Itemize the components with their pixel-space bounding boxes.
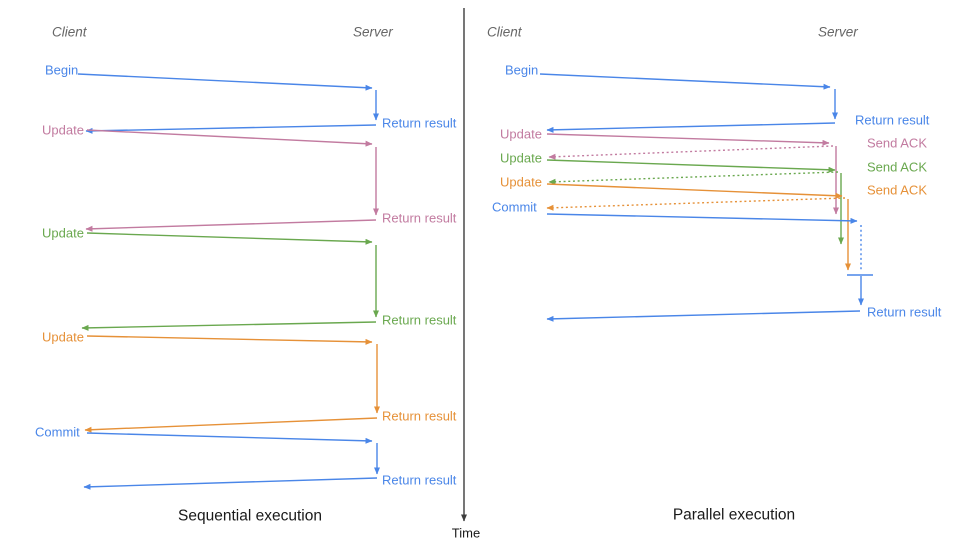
seq-update2-label: Update [42,226,84,241]
seq-update1-return-label: Return result [382,211,457,226]
par-begin-return-arrow [546,122,836,133]
par-update1-ack-arrow [548,145,834,160]
par-update3-send-arrow [546,183,843,199]
par-begin-return-label: Return result [855,113,930,128]
seq-update2-send-arrow [86,232,373,245]
par-ack1-label: Send ACK [867,136,927,151]
seq-update1-return-arrow [85,219,377,232]
par-ack3-label: Send ACK [867,183,927,198]
seq-update1-send-arrow [86,129,373,147]
seq-update1-label: Update [42,123,84,138]
seq-server-header: Server [353,25,393,40]
par-begin-send-arrow [539,73,831,90]
seq-client-header: Client [52,25,88,40]
seq-update3-label: Update [42,330,84,345]
seq-update3-return-arrow [84,417,378,433]
par-commit-label: Commit [492,200,537,215]
par-begin-label: Begin [505,63,538,78]
seq-caption: Sequential execution [178,508,322,525]
par-update3-label: Update [500,175,542,190]
par-update2-send-arrow [546,159,836,173]
par-caption: Parallel execution [673,507,795,524]
seq-commit-send-arrow [86,432,373,444]
seq-begin-return-arrow [85,124,377,134]
seq-begin-send-arrow [77,73,373,91]
seq-commit-label: Commit [35,425,80,440]
par-commit-send-arrow [546,213,858,224]
par-update2-label: Update [500,151,542,166]
seq-update3-return-label: Return result [382,409,457,424]
seq-begin-label: Begin [45,63,78,78]
seq-commit-return-arrow [83,477,378,490]
time-label: Time [452,526,480,540]
par-server-header: Server [818,25,858,40]
par-client-header: Client [487,25,523,40]
par-update3-ack-arrow [546,197,846,211]
seq-update2-return-arrow [81,321,377,331]
seq-commit-return-label: Return result [382,473,457,488]
par-update1-send-arrow [546,133,830,146]
seq-update3-send-arrow [86,335,373,345]
par-commit-return-label: Return result [867,305,942,320]
seq-begin-return-label: Return result [382,116,457,131]
par-update2-ack-arrow [548,171,839,185]
seq-update2-return-label: Return result [382,313,457,328]
par-update1-label: Update [500,127,542,142]
par-commit-return-arrow [546,310,861,322]
par-ack2-label: Send ACK [867,160,927,175]
